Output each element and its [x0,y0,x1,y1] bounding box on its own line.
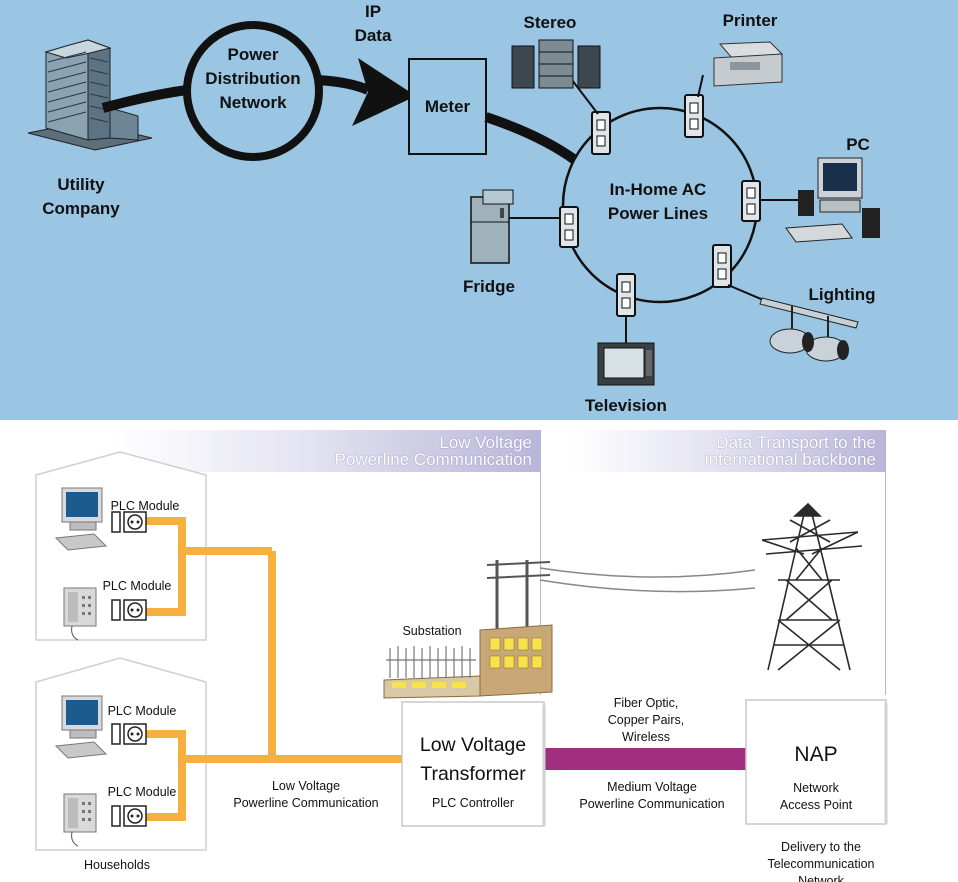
printer-icon [713,41,784,87]
plc-module-icon [111,805,147,827]
television-label: Television [585,396,667,415]
outlet-icon [559,206,579,248]
meter-box [408,58,487,155]
fridge-icon [470,189,514,264]
lighting-label: Lighting [808,285,876,304]
utility-building-icon [27,39,153,151]
nap-box [745,699,887,825]
plc-module-icon [111,723,147,745]
television-icon [597,342,655,386]
plc-module-label: PLC Module [107,785,177,799]
transmission-tower-icon [761,502,863,671]
substation-icon [383,560,756,699]
outlet-icon [616,273,636,317]
phone-icon [63,793,97,847]
arrow-head-icon [352,58,416,126]
pc-label: PC [846,135,870,154]
computer-icon [54,695,108,759]
header-band-data-transport [570,430,885,472]
stereo-icon [511,39,601,89]
pc-icon [785,157,880,243]
plc-module-icon [111,511,147,533]
computer-icon [54,487,108,551]
plc-controller-label: PLC Controller [432,796,514,810]
lighting-icon [759,297,859,362]
outlet-icon [684,94,704,138]
bottom-diagram-graphics [35,451,888,851]
plc-module-label: PLC Module [107,704,177,718]
panel-rule [885,430,886,695]
fridge-label: Fridge [463,277,515,296]
top-diagram-graphics [27,21,880,386]
outlet-icon [591,111,611,155]
transformer-box [401,701,545,827]
medium-voltage-line [545,748,747,770]
outlet-icon [741,180,761,222]
power-distribution-circle [183,21,323,161]
plc-module-label: PLC Module [110,499,180,513]
households-label: Households [83,858,150,872]
header-band-low-voltage [115,430,540,472]
printer-label: Printer [722,11,778,30]
phone-icon [63,587,97,641]
nap-title: NAP [794,743,838,766]
plc-module-label: PLC Module [102,579,172,593]
fiber-optic-label: Fiber Optic,Copper Pairs,Wireless [607,696,685,744]
outlet-icon [712,244,732,288]
meter-label: Meter [424,97,471,116]
substation-label: Substation [402,624,462,638]
plc-module-icon [111,599,147,621]
stereo-label: Stereo [523,13,577,32]
